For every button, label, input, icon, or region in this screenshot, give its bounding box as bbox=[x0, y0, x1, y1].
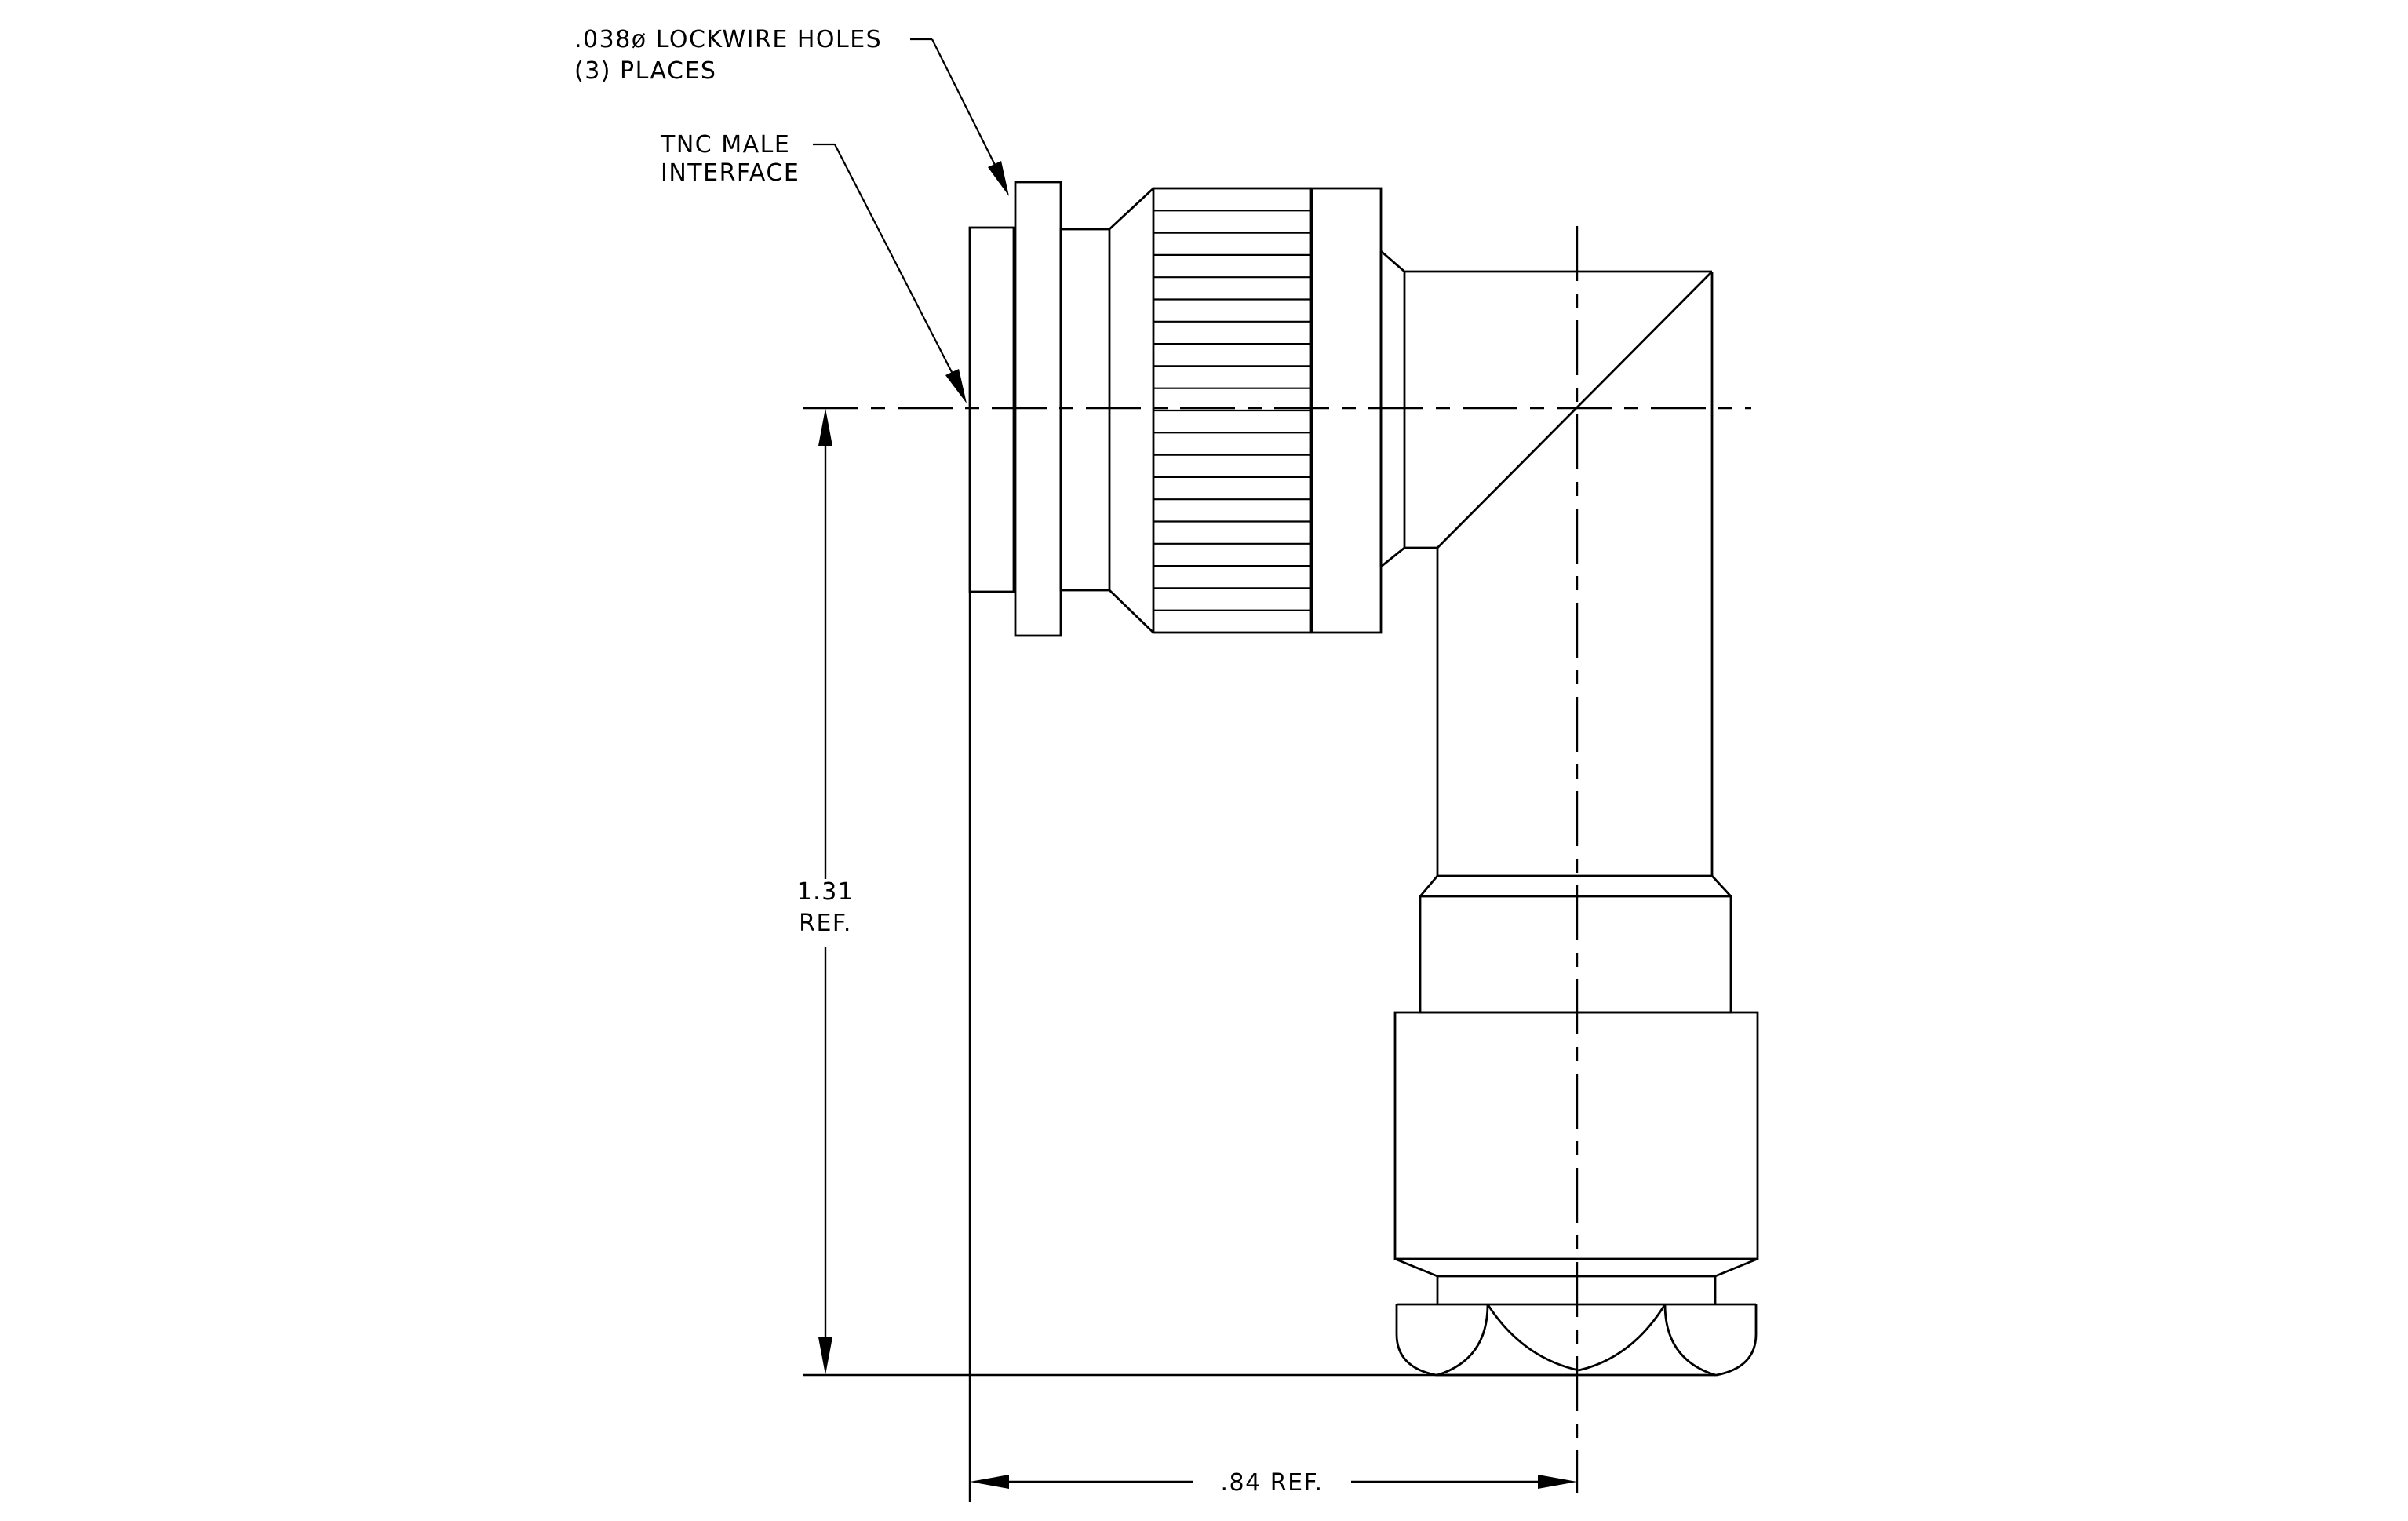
knurl-lines bbox=[1153, 210, 1310, 611]
tnc-callout: TNC MALE INTERFACE bbox=[660, 131, 967, 403]
dim-value-1-31: 1.31 bbox=[797, 878, 854, 906]
vertical-dimension: 1.31 REF. bbox=[797, 408, 1577, 1377]
coupling-nut bbox=[1109, 187, 1312, 634]
tnc-leader-arrow bbox=[945, 369, 967, 403]
tnc-callout-line1: TNC MALE bbox=[660, 131, 790, 159]
dim-horizontal-label: .84 REF. bbox=[1220, 1469, 1323, 1497]
arrow-up bbox=[818, 408, 832, 446]
arrow-left bbox=[970, 1475, 1009, 1489]
lockwire-callout-line1: .038ø LOCKWIRE HOLES bbox=[574, 26, 882, 53]
arrow-right bbox=[1538, 1475, 1577, 1489]
lockwire-callout-line2: (3) PLACES bbox=[574, 57, 716, 85]
lockwire-leader-arrow bbox=[988, 161, 1009, 196]
horizontal-dimension: .84 REF. bbox=[968, 593, 1577, 1502]
lockwire-callout: .038ø LOCKWIRE HOLES (3) PLACES bbox=[574, 26, 1009, 196]
cable-end bbox=[1395, 1303, 1758, 1377]
dim-suffix-ref: REF. bbox=[799, 910, 852, 937]
elbow-body bbox=[1403, 270, 1714, 877]
tnc-callout-line2: INTERFACE bbox=[661, 159, 800, 187]
body-hex bbox=[1310, 187, 1405, 634]
arrow-down bbox=[818, 1337, 832, 1375]
